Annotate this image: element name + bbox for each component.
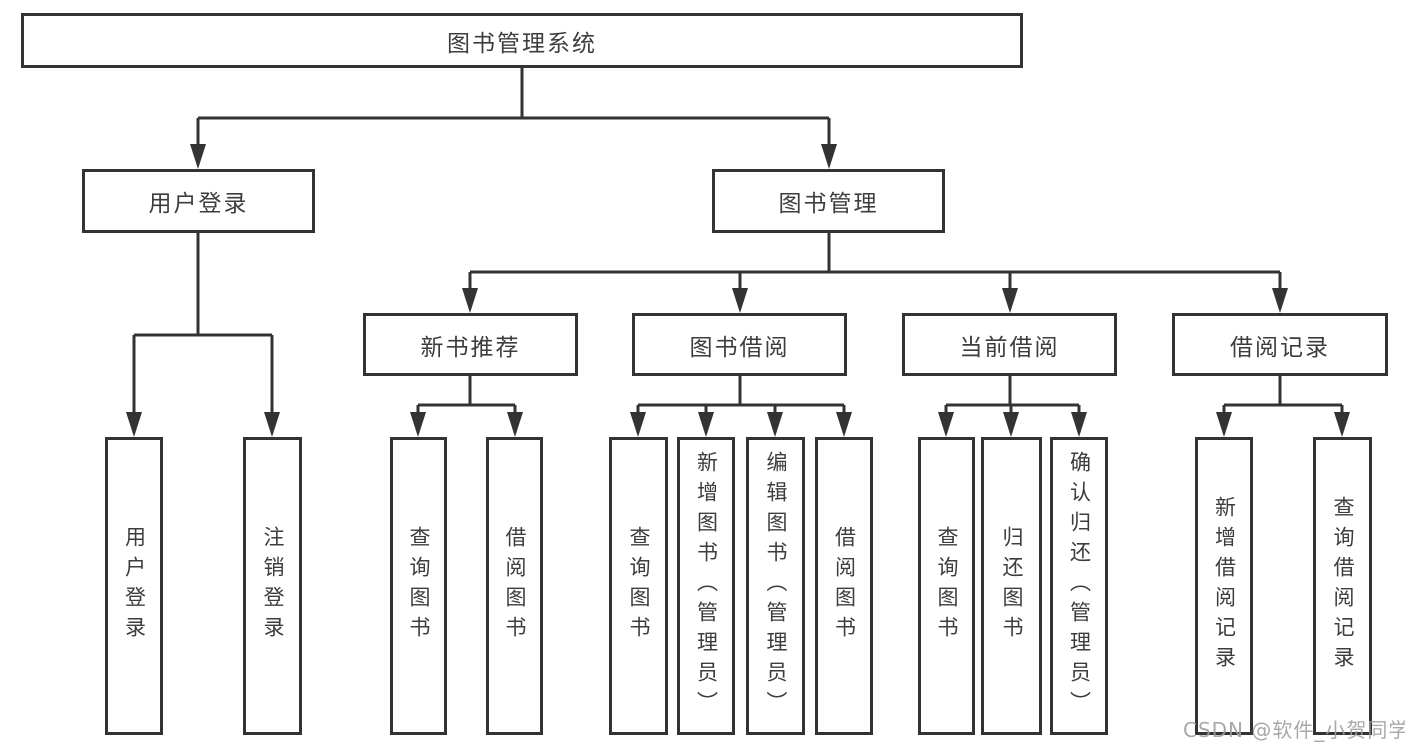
leaf-add-borrow-record-label: 新增借阅记录 [1212, 496, 1237, 676]
leaf-return-book-label: 归还图书 [1000, 526, 1024, 646]
connector-borrow-records-children [1216, 376, 1350, 437]
leaf-query-books-recommend-label: 查询图书 [407, 526, 431, 646]
leaf-user-login: 用户登录 [105, 437, 163, 735]
leaf-query-borrow-record-label: 查询借阅记录 [1331, 496, 1355, 676]
leaf-query-books-current: 查询图书 [918, 437, 975, 735]
leaf-edit-book-admin: 编辑图书（管理员） [746, 437, 805, 735]
connector-current-borrow-children [938, 376, 1087, 437]
leaf-query-borrow-record: 查询借阅记录 [1313, 437, 1372, 735]
leaf-borrow-books-recommend-label: 借阅图书 [503, 526, 527, 646]
leaf-user-login-label: 用户登录 [122, 526, 147, 646]
leaf-add-borrow-record: 新增借阅记录 [1195, 437, 1253, 735]
connector-book-management-children [462, 233, 1288, 313]
node-root-system: 图书管理系统 [21, 13, 1023, 68]
leaf-borrow-books-label: 借阅图书 [832, 526, 857, 646]
node-root-system-label: 图书管理系统 [447, 30, 597, 57]
leaf-logout: 注销登录 [243, 437, 302, 735]
leaf-edit-book-admin-label: 编辑图书（管理员） [764, 451, 788, 721]
node-current-borrow: 当前借阅 [902, 313, 1117, 376]
node-new-book-recommend: 新书推荐 [363, 313, 578, 376]
leaf-borrow-books-recommend: 借阅图书 [486, 437, 543, 735]
node-book-borrow-label: 图书借阅 [689, 334, 790, 361]
leaf-add-book-admin-label: 新增图书（管理员） [694, 451, 719, 721]
leaf-query-books-recommend: 查询图书 [390, 437, 447, 735]
node-book-management-label: 图书管理 [778, 191, 879, 217]
node-book-management: 图书管理 [712, 169, 945, 233]
leaf-confirm-return-admin: 确认归还（管理员） [1050, 437, 1108, 735]
node-user-login: 用户登录 [82, 169, 315, 233]
leaf-query-books-borrow-label: 查询图书 [627, 526, 651, 646]
leaf-logout-label: 注销登录 [261, 526, 285, 646]
connector-book-borrow-children [630, 376, 852, 437]
node-current-borrow-label: 当前借阅 [959, 334, 1060, 361]
connector-new-book-children [410, 376, 523, 437]
node-borrow-records-label: 借阅记录 [1230, 334, 1330, 361]
connector-root-to-level2 [190, 68, 837, 169]
connector-user-login-children [126, 233, 280, 437]
node-user-login-label: 用户登录 [148, 191, 249, 217]
node-book-borrow: 图书借阅 [632, 313, 847, 376]
leaf-query-books-current-label: 查询图书 [935, 526, 959, 646]
leaf-add-book-admin: 新增图书（管理员） [677, 437, 735, 735]
node-new-book-recommend-label: 新书推荐 [420, 334, 521, 361]
node-borrow-records: 借阅记录 [1172, 313, 1388, 376]
leaf-return-book: 归还图书 [981, 437, 1042, 735]
leaf-confirm-return-admin-label: 确认归还（管理员） [1067, 451, 1092, 721]
leaf-query-books-borrow: 查询图书 [609, 437, 668, 735]
leaf-borrow-books: 借阅图书 [815, 437, 873, 735]
